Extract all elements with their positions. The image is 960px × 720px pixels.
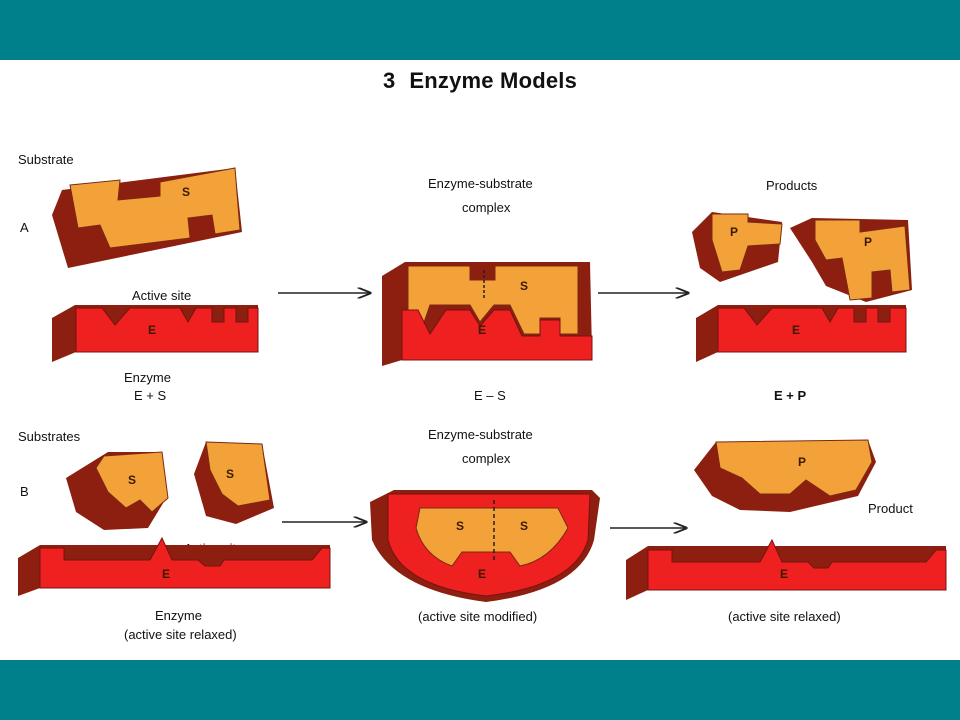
- modified-label: (active site modified): [418, 609, 537, 624]
- enzyme-substrate-complex-a: S E: [382, 262, 593, 366]
- row-label-b: B: [20, 484, 29, 499]
- complex-letter-s-b1: S: [456, 519, 464, 533]
- enzyme-label-a: Enzyme: [124, 370, 171, 385]
- complex-label-b-line1: Enzyme-substrate: [428, 427, 533, 442]
- product-letter-p-a2: P: [864, 235, 872, 249]
- enzyme-shape-b2: E: [626, 538, 947, 600]
- enzyme-letter-e-a1: E: [148, 323, 156, 337]
- product-letter-p-b: P: [798, 455, 806, 469]
- equation-e-plus-s: E + S: [134, 388, 166, 403]
- active-site-label-a: Active site: [132, 288, 191, 303]
- panel-a: Substrate A S Active site E Enzyme E + S…: [18, 152, 912, 403]
- footer-bar: [0, 660, 960, 720]
- substrate-letter-s: S: [182, 185, 190, 199]
- panel-b: Substrates B S S Active site E Enzyme (a…: [18, 427, 947, 642]
- product-shape-a1: P: [692, 212, 783, 282]
- equation-e-dash-s: E – S: [474, 388, 506, 403]
- products-label: Products: [766, 178, 818, 193]
- product-shape-a2: P: [790, 218, 912, 302]
- enzyme-label-b: Enzyme: [155, 608, 202, 623]
- substrates-label: Substrates: [18, 429, 81, 444]
- relaxed-label-b1: (active site relaxed): [124, 627, 237, 642]
- header-bar: [0, 0, 960, 60]
- enzyme-substrate-complex-b: S S E: [370, 490, 600, 602]
- product-shape-b: P: [694, 439, 876, 512]
- relaxed-label-b2: (active site relaxed): [728, 609, 841, 624]
- complex-label-a-line1: Enzyme-substrate: [428, 176, 533, 191]
- enzyme-letter-e-a2: E: [792, 323, 800, 337]
- complex-letter-s-a: S: [520, 279, 528, 293]
- complex-letter-s-b2: S: [520, 519, 528, 533]
- enzyme-letter-e-b2: E: [780, 567, 788, 581]
- product-letter-p-a1: P: [730, 225, 738, 239]
- enzyme-shape-b1: E: [18, 536, 331, 596]
- substrate-shape-b1: S: [66, 451, 169, 530]
- enzyme-shape-a2: E: [696, 305, 907, 362]
- complex-letter-e-b: E: [478, 567, 486, 581]
- product-label: Product: [868, 501, 913, 516]
- enzyme-shape-a1: E: [52, 305, 259, 362]
- substrate-letter-s-b2: S: [226, 467, 234, 481]
- title-text: Enzyme Models: [409, 68, 578, 93]
- substrate-label: Substrate: [18, 152, 74, 167]
- slide-title: 3 Enzyme Models: [0, 68, 960, 94]
- complex-letter-e-a: E: [478, 323, 486, 337]
- equation-e-plus-p: E + P: [774, 388, 806, 403]
- enzyme-letter-e-b1: E: [162, 567, 170, 581]
- complex-label-b-line2: complex: [462, 451, 511, 466]
- substrate-letter-s-b1: S: [128, 473, 136, 487]
- substrate-shape-b2: S: [194, 441, 274, 524]
- substrate-shape-a: S: [52, 167, 242, 268]
- title-number: 3: [382, 68, 396, 93]
- row-label-a: A: [20, 220, 29, 235]
- complex-label-a-line2: complex: [462, 200, 511, 215]
